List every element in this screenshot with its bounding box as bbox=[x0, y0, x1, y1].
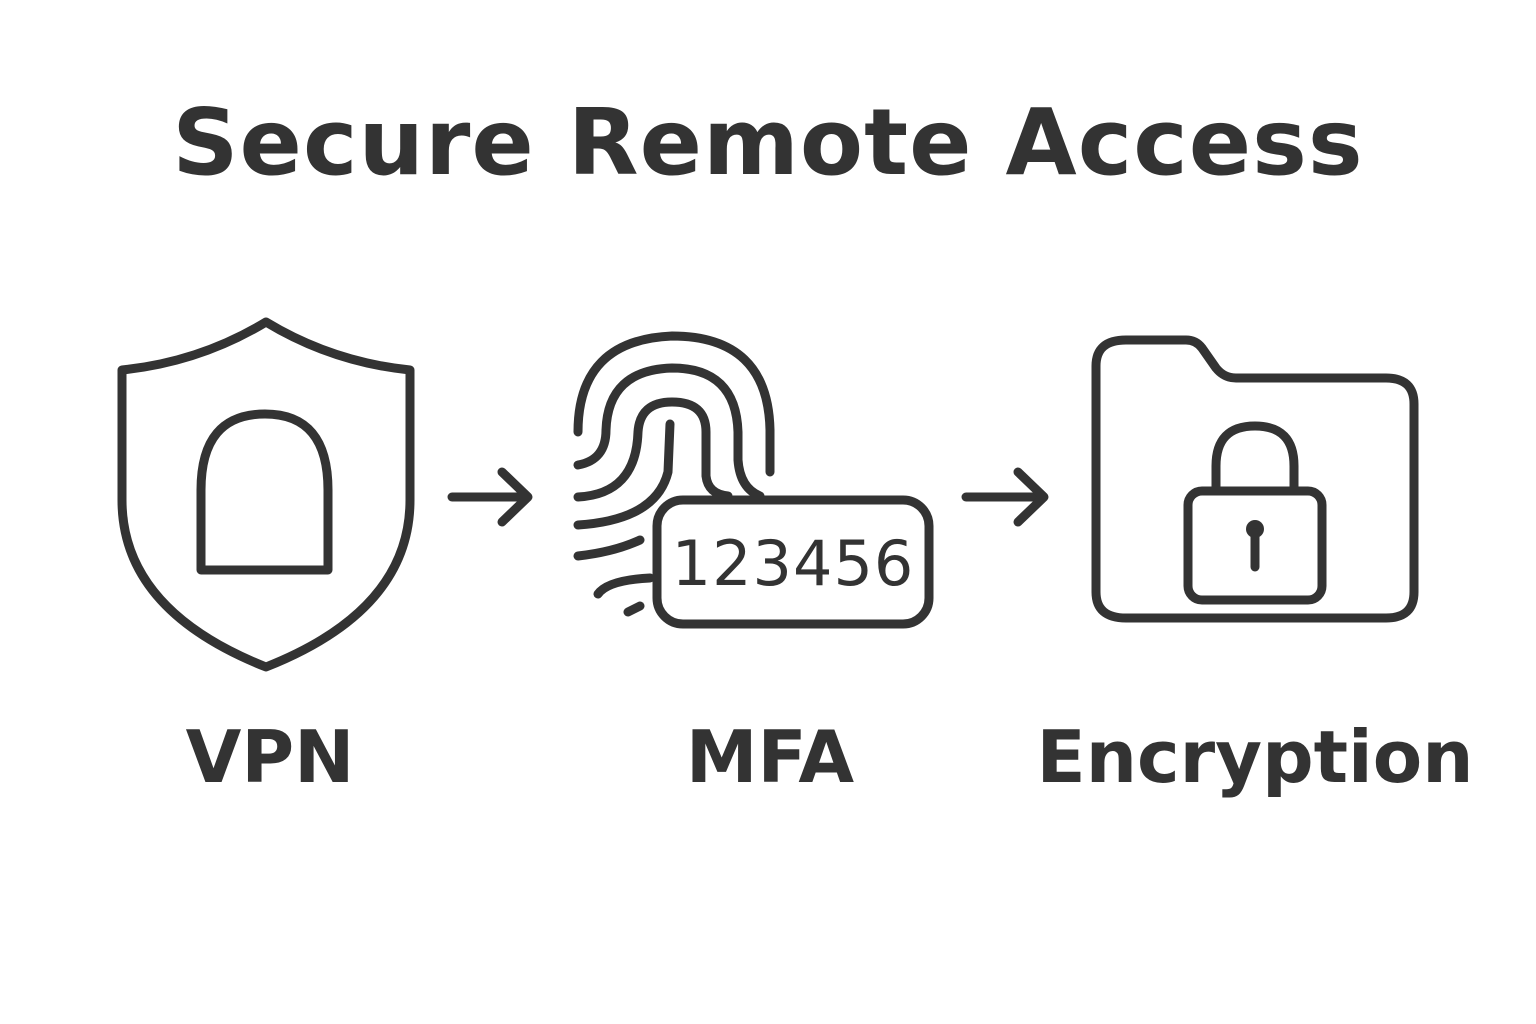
mfa-code: 123456 bbox=[672, 527, 915, 600]
step-label-vpn: VPN bbox=[185, 715, 355, 799]
page-title: Secure Remote Access bbox=[172, 89, 1364, 196]
locked-folder-icon bbox=[1091, 335, 1419, 623]
shield-outline bbox=[117, 317, 415, 672]
shield-tunnel-icon bbox=[117, 317, 415, 672]
padlock-shackle bbox=[1211, 421, 1299, 495]
step-label-encryption: Encryption bbox=[1036, 715, 1474, 799]
fingerprint-icon bbox=[573, 331, 775, 617]
padlock-body bbox=[1183, 486, 1327, 605]
arrow-right-icon bbox=[447, 467, 533, 527]
code-box bbox=[652, 495, 934, 629]
arrow-right-icon bbox=[961, 467, 1049, 527]
fingerprint-code-icon: 123456 bbox=[573, 331, 934, 629]
tunnel-arch bbox=[196, 409, 333, 575]
step-label-mfa: MFA bbox=[685, 715, 855, 799]
folder-outline bbox=[1091, 335, 1419, 623]
padlock-icon bbox=[1183, 421, 1327, 605]
